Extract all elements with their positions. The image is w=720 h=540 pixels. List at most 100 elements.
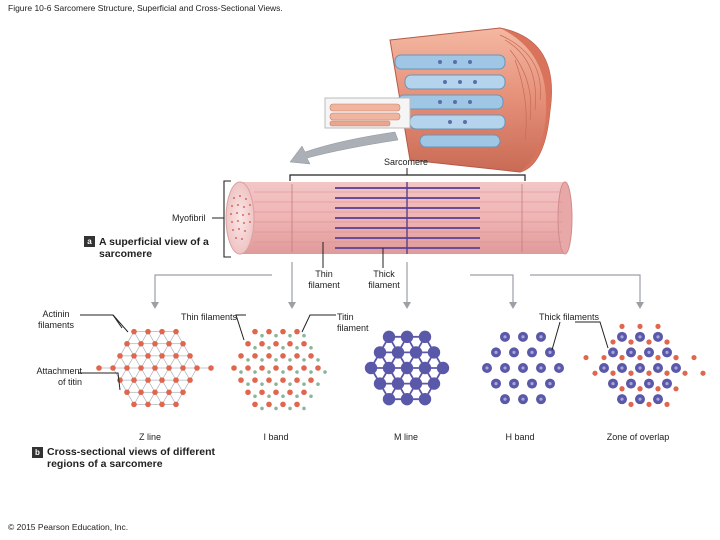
- thin-filament-dot: [601, 354, 607, 361]
- titin-filament-dot: [260, 406, 264, 411]
- thick-filament-dot: [400, 361, 414, 375]
- titin-filament-dot: [253, 394, 257, 399]
- thick-filament-dot: [382, 361, 396, 375]
- thick-filament-core: [629, 381, 633, 386]
- panel-a-tag: a: [84, 236, 95, 247]
- thin-filament-dot: [294, 353, 300, 359]
- thin-filament-dot: [294, 377, 300, 383]
- thin-filament-dot: [152, 389, 158, 396]
- thin-filament-dot: [159, 328, 165, 335]
- thin-filament-dot: [138, 389, 144, 396]
- region-label-m-line: M line: [393, 432, 418, 442]
- cross-section-i-band: [231, 328, 327, 411]
- titin-filament-dot: [281, 394, 285, 399]
- thin-filament-label: Thin filament: [308, 269, 340, 290]
- thick-filament-dot: [418, 330, 432, 344]
- thin-filament-dot: [664, 370, 670, 376]
- thin-filament-dot: [301, 365, 307, 371]
- thick-filament-core: [656, 397, 660, 401]
- titin-filament-dot: [288, 382, 292, 386]
- thin-filament-dot: [252, 353, 258, 359]
- thick-filament-dot: [382, 330, 396, 344]
- thin-filament-dot: [655, 323, 661, 329]
- thin-filament-dot: [280, 377, 286, 383]
- thin-filament-dot: [628, 339, 634, 345]
- thick-filament-core: [656, 335, 660, 339]
- thick-filament-core: [485, 366, 489, 370]
- thin-filament-dot: [315, 365, 321, 371]
- thin-filament-dot: [301, 389, 307, 396]
- cross-section-h-band: [482, 331, 564, 405]
- thin-filament-dot: [637, 386, 643, 392]
- thin-filament-dot: [655, 386, 661, 392]
- thin-filament-dot: [619, 386, 625, 392]
- thin-filament-dot: [673, 386, 679, 392]
- thin-filament-dot: [259, 389, 265, 396]
- region-label-i-band: I band: [263, 432, 289, 442]
- thin-filament-dot: [238, 353, 244, 359]
- thin-filament-dot: [152, 365, 158, 371]
- thick-filament-core: [521, 366, 525, 370]
- thin-filament-dot: [628, 370, 634, 376]
- thin-filament-dot: [266, 377, 272, 383]
- thin-filament-dot: [294, 401, 300, 408]
- thin-filament-dot: [252, 401, 258, 408]
- thin-filament-dot: [592, 370, 598, 376]
- thin-filament-dot: [273, 389, 279, 396]
- thin-filament-dot: [187, 377, 193, 383]
- thick-filament-dot: [391, 377, 405, 390]
- thin-filament-dot: [180, 340, 186, 347]
- thick-filament-core: [539, 366, 543, 370]
- thick-filament-dot: [418, 361, 432, 375]
- titin-filament-dot: [302, 382, 306, 386]
- titin-filament-dot: [260, 382, 264, 386]
- titin-filament-dot: [281, 370, 285, 374]
- thick-filament-core: [530, 350, 534, 355]
- thick-filament-core: [665, 381, 669, 386]
- myofibril-label: Myofibril: [172, 213, 206, 223]
- titin-filament-dot: [316, 382, 320, 386]
- thin-filament-dot: [110, 365, 116, 371]
- thin-filament-dot: [166, 365, 172, 371]
- thick-filament-core: [647, 350, 651, 355]
- thin-filament-dot: [131, 328, 137, 335]
- thin-filament-dot: [159, 401, 165, 408]
- thin-filament-dot: [280, 353, 286, 359]
- thin-filament-dot: [231, 365, 237, 371]
- thin-filament-dot: [173, 401, 179, 408]
- thin-filament-dot: [287, 389, 293, 396]
- titin-filament-dot: [288, 406, 292, 411]
- thin-filament-dot: [208, 365, 214, 371]
- thin-filament-dot: [646, 401, 652, 407]
- thick-filament-dot: [391, 346, 405, 359]
- thin-filament-dot: [628, 401, 634, 407]
- thick-filament-core: [620, 335, 624, 339]
- thin-filament-dot: [145, 401, 151, 408]
- titin-filament-dot: [302, 406, 306, 411]
- thin-filament-dot: [245, 389, 251, 396]
- thick-filament-dot: [409, 377, 423, 390]
- thick-filament-dot: [373, 377, 387, 390]
- titin-filament-dot: [274, 406, 278, 411]
- panel-b-caption: Cross-sectional views of different regio…: [47, 446, 216, 470]
- thick-filament-dot: [364, 361, 378, 375]
- thin-filament-dot: [259, 365, 265, 371]
- copyright-notice: © 2015 Pearson Education, Inc.: [8, 522, 129, 532]
- thick-filament-core: [638, 335, 642, 339]
- thin-filament-dot: [145, 328, 151, 335]
- thin-filament-dot: [637, 323, 643, 329]
- actinin-filaments-label: Actinin filaments: [37, 309, 74, 330]
- thin-filament-dot: [287, 365, 293, 371]
- titin-filament-dot: [309, 346, 313, 350]
- thick-filament-dot: [418, 392, 432, 406]
- thick-filament-dot: [400, 330, 414, 344]
- thick-filament-core: [620, 366, 624, 370]
- thick-filaments-label: Thick filaments: [539, 312, 600, 322]
- thin-filament-dot: [273, 340, 279, 347]
- titin-filament-dot: [246, 358, 250, 362]
- titin-filament-dot: [274, 382, 278, 386]
- thin-filament-dot: [145, 353, 151, 359]
- thin-filament-dot: [245, 365, 251, 371]
- titin-filament-dot: [267, 370, 271, 374]
